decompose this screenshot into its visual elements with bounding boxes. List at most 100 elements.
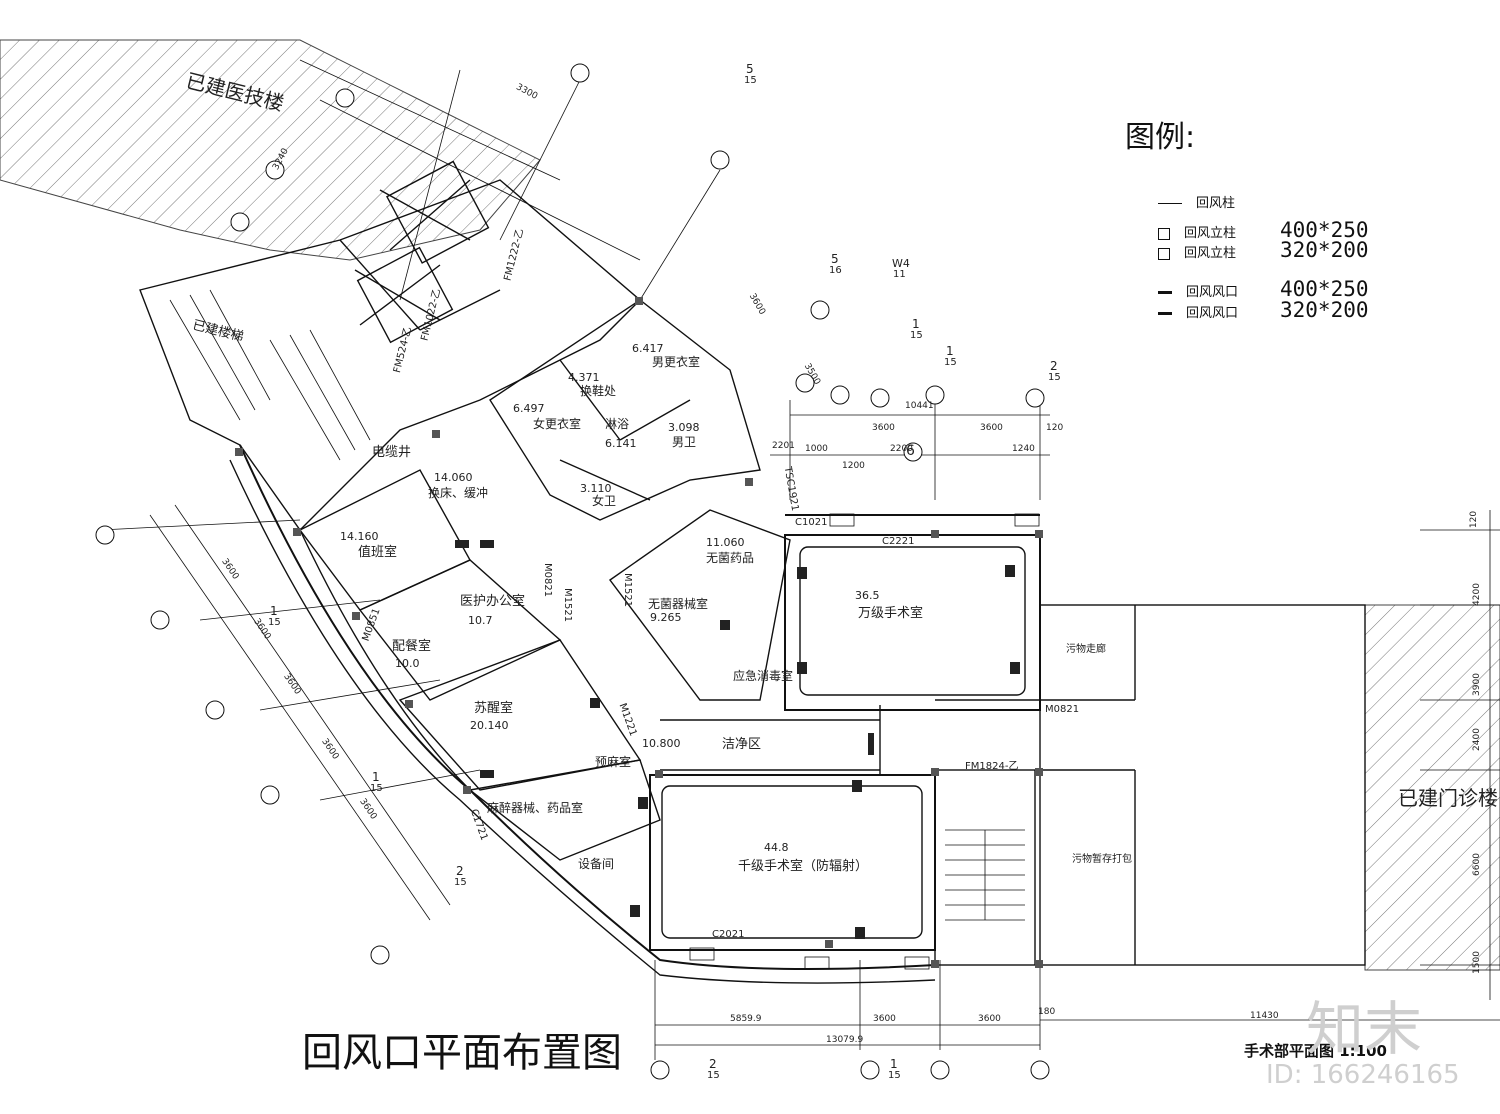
axis-tag-10-top: W4: [892, 257, 910, 270]
room-emergency: 应急消毒室: [733, 669, 794, 683]
legend-item-2: 回风立柱 320*200: [1158, 238, 1369, 262]
axis-tag-0-top: 5: [746, 62, 754, 76]
existing-outpatient-building: [1364, 604, 1500, 971]
dim-right-0: 120: [1469, 510, 1480, 529]
room-female-change: 女更衣室: [533, 417, 582, 431]
axis-tag-5-bottom: 15: [370, 783, 383, 794]
dim-top-4: 2200: [890, 444, 913, 454]
tag-m1521: M1521: [622, 572, 634, 608]
legend-square-icon: [1158, 227, 1170, 240]
axis-tag-7-top: 2: [709, 1057, 717, 1071]
room-anesth-prep: 预麻室: [595, 755, 632, 769]
room-shoe-area: 4.371: [568, 371, 600, 384]
room-sterile-drug: 无菌药品: [706, 551, 755, 565]
room-duty-area: 14.160: [340, 530, 379, 543]
tag-m1521b: M1521: [562, 587, 574, 623]
lift-shaft-1: [386, 160, 490, 264]
legend-item-4: 回风风口 320*200: [1158, 298, 1369, 322]
room-clean-area-num: 10.800: [642, 737, 681, 750]
axis-tag-4-bottom: 15: [268, 617, 281, 628]
dim-bottom-1: 3600: [873, 1014, 896, 1024]
room-shower-area: 6.141: [605, 437, 637, 450]
dim-bottom-2: 3600: [978, 1014, 1001, 1024]
dim-right-1: 4200: [1471, 583, 1482, 606]
room-clean-area: 洁净区: [722, 737, 762, 752]
room-male-wc: 男卫: [672, 435, 697, 449]
room-or-small: 千级手术室（防辐射）: [738, 859, 869, 874]
axis-tag-0-bottom: 15: [744, 75, 757, 86]
anesthesia-block: [468, 759, 661, 861]
watermark-id: ID: 166246165: [1266, 1060, 1460, 1090]
room-or-small-area: 44.8: [764, 841, 789, 854]
room-sterile-equip-area: 9.265: [650, 611, 682, 624]
legend-square-icon: [1158, 247, 1170, 260]
axis-tag-3-bottom: 15: [1048, 372, 1061, 383]
axis-tag-2-bottom: 15: [944, 357, 957, 368]
window-markers: [689, 513, 1040, 970]
room-anesth-store: 麻醉器械、药品室: [487, 801, 584, 815]
room-wake: 苏醒室: [474, 701, 514, 716]
axis-tag-9-top: 5: [831, 252, 839, 266]
axis-tag-8-bottom: 15: [888, 1070, 901, 1081]
room-office: 医护办公室: [460, 594, 526, 609]
axis-tag-2-top: 1: [946, 344, 954, 358]
room-male-change-area: 6.417: [632, 342, 664, 355]
legend-item-0: 回风柱: [1158, 192, 1235, 211]
room-dirty-store: 污物暂存打包: [1072, 854, 1132, 865]
return-air-vents: [455, 540, 1020, 939]
sterile-block: [609, 509, 791, 701]
structural-columns: [235, 297, 1043, 968]
axis-tag-6-top: 2: [456, 864, 464, 878]
room-male-wc-area: 3.098: [668, 421, 700, 434]
axis-tag-4-top: 1: [270, 604, 278, 618]
room-female-wc-area: 3.110: [580, 482, 612, 495]
legend-title: 图例:: [1125, 120, 1196, 155]
room-equip: 设备间: [578, 857, 615, 871]
room-office-area: 10.7: [468, 614, 493, 627]
label-outpatient-building: 已建门诊楼: [1398, 786, 1498, 810]
dim-bottom-0: 5859.9: [730, 1014, 762, 1024]
tag-c2221: C2221: [882, 536, 915, 547]
room-or-big: 万级手术室: [858, 606, 924, 621]
axis-tag-5-top: 1: [372, 770, 380, 784]
office-block: [358, 559, 562, 701]
room-wake-area: 20.140: [470, 719, 509, 732]
legend-item-3: 回风风口 400*250: [1158, 277, 1369, 301]
upper-dimension-chain: [299, 59, 721, 301]
service-block: [1039, 604, 1366, 966]
dim-right-4: 6600: [1471, 853, 1482, 876]
dim-right-3: 2400: [1471, 728, 1482, 751]
tag-m0821b: M0821: [1045, 704, 1080, 715]
room-female-wc: 女卫: [592, 494, 617, 508]
room-cable-shaft: 电缆井: [372, 445, 412, 460]
axis-tag-1-top: 1: [912, 317, 920, 331]
axis-bubbles: [95, 63, 1050, 1080]
dim-top-1: 1000: [805, 444, 828, 454]
room-female-change-area: 6.497: [513, 402, 545, 415]
axis-number-6: 6: [906, 443, 915, 459]
dim-top-3: 3600: [872, 423, 895, 433]
dim-top-7: 120: [1046, 423, 1064, 433]
room-shoe: 换鞋处: [580, 384, 617, 398]
tag-fm1824: FM1824-乙: [965, 761, 1019, 772]
tag-c1021: C1021: [795, 517, 828, 528]
room-meal: 配餐室: [392, 639, 432, 654]
existing-med-tech-building: [0, 39, 541, 261]
legend-item-1: 回风立柱 400*250: [1158, 218, 1369, 242]
tag-m0821: M0821: [542, 562, 554, 598]
legend-line-icon: [1158, 203, 1182, 204]
tag-c2021: C2021: [712, 929, 745, 940]
axis-tag-9-bottom: 16: [829, 265, 842, 276]
axis-tag-10-bottom: 11: [893, 269, 906, 280]
lift-shaft-2: [356, 246, 454, 344]
room-shower: 淋浴: [605, 417, 630, 431]
dim-bottom-4: 11430: [1250, 1011, 1279, 1021]
dim-bottom-total: 13079.9: [826, 1035, 864, 1045]
dim-top-6: 1240: [1012, 444, 1035, 454]
room-dirty-corridor: 污物走廊: [1066, 644, 1106, 655]
left-dimension-chain: [99, 504, 481, 921]
room-or-big-area: 36.5: [855, 589, 880, 602]
dim-top-total: 10441: [905, 401, 934, 411]
